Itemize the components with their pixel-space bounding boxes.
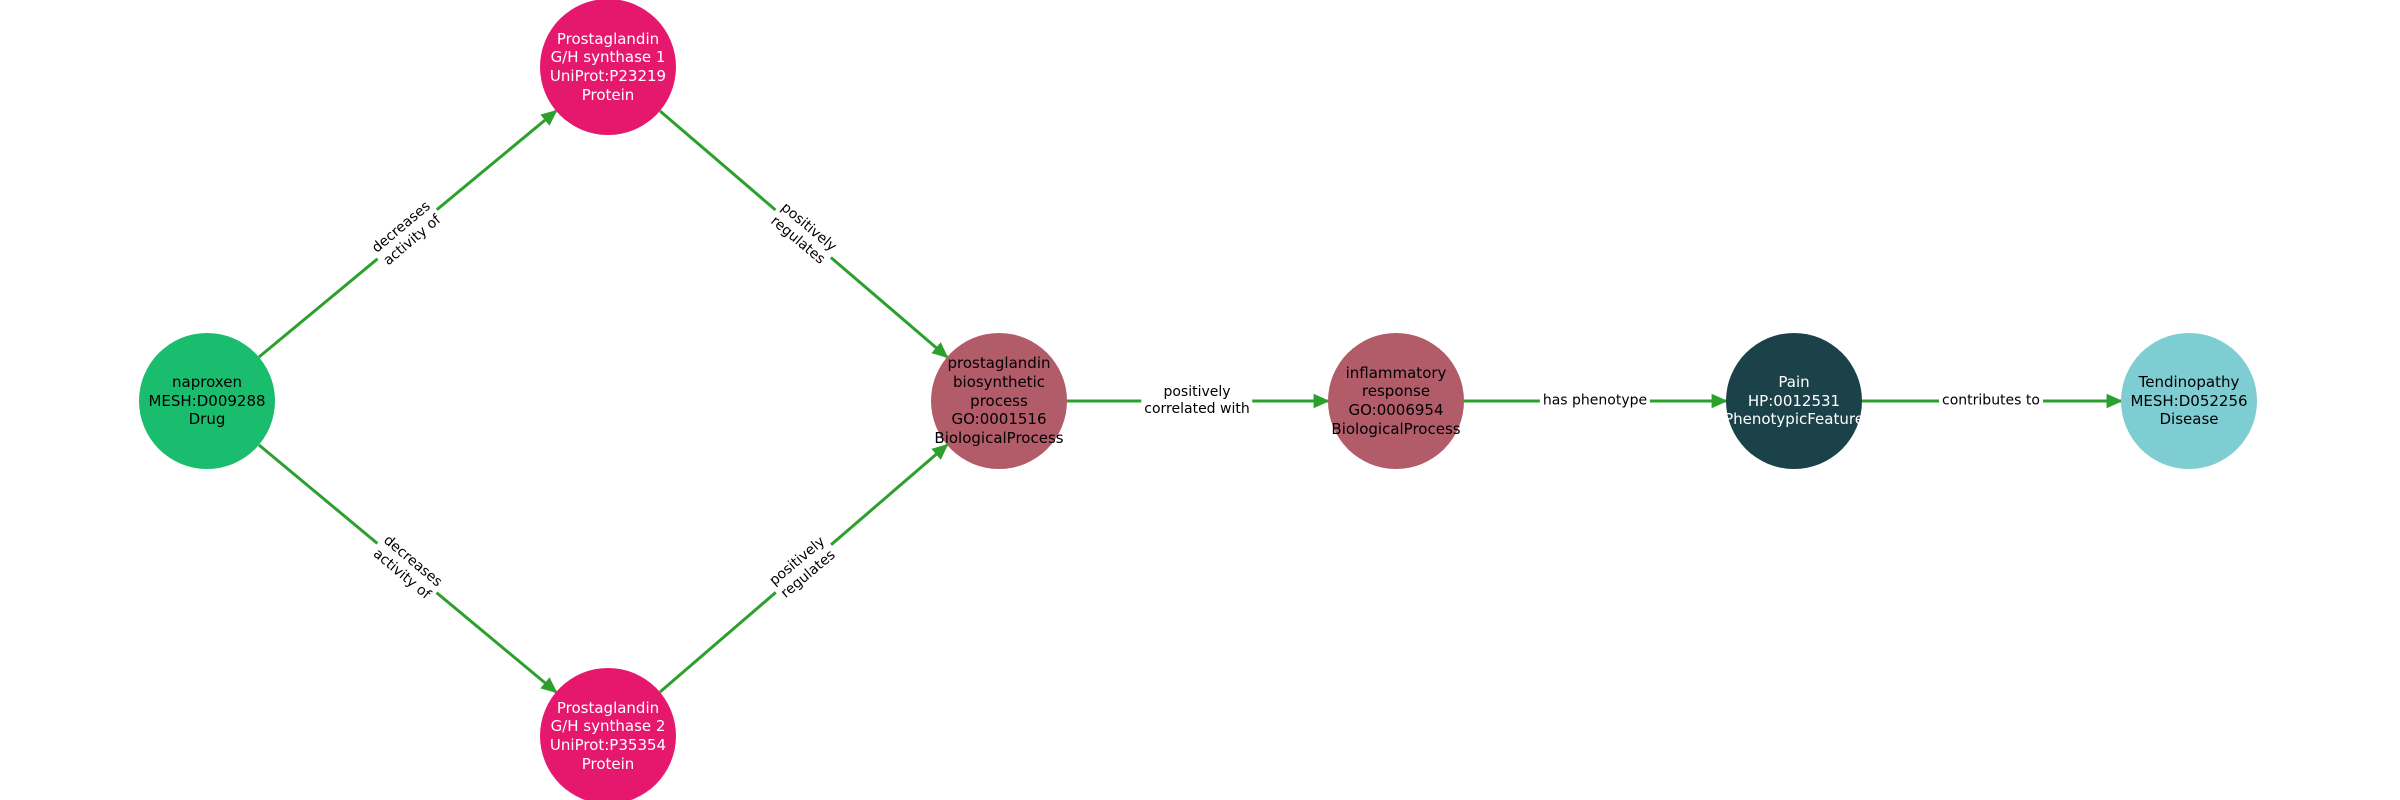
node-naproxen: naproxen MESH:D009288 Drug xyxy=(139,333,275,469)
node-label-tendinopathy: Tendinopathy MESH:D052256 Disease xyxy=(2130,372,2248,429)
node-pain: Pain HP:0012531 PhenotypicFeature xyxy=(1724,333,1864,469)
node-label-prostaglandin-gh-synthase-1: Prostaglandin G/H synthase 1 UniProt:P23… xyxy=(549,29,667,104)
node-prostaglandin-biosynthetic-process: prostaglandin biosynthetic process GO:00… xyxy=(931,333,1067,469)
node-label-prostaglandin-biosynthetic-process: prostaglandin biosynthetic process GO:00… xyxy=(934,354,1064,448)
node-label-prostaglandin-gh-synthase-2: Prostaglandin G/H synthase 2 UniProt:P35… xyxy=(549,698,667,773)
node-prostaglandin-gh-synthase-1: Prostaglandin G/H synthase 1 UniProt:P23… xyxy=(540,0,676,135)
node-label-pain: Pain HP:0012531 PhenotypicFeature xyxy=(1724,372,1864,429)
node-inflammatory-response: inflammatory response GO:0006954 Biologi… xyxy=(1328,333,1464,469)
node-prostaglandin-gh-synthase-2: Prostaglandin G/H synthase 2 UniProt:P35… xyxy=(540,668,676,800)
edge-label-has-phenotype: has phenotype xyxy=(1539,391,1651,411)
node-tendinopathy: Tendinopathy MESH:D052256 Disease xyxy=(2121,333,2257,469)
edge-label-positively-correlated-with: positively correlated with xyxy=(1141,383,1253,419)
node-label-naproxen: naproxen MESH:D009288 Drug xyxy=(148,372,266,429)
node-label-inflammatory-response: inflammatory response GO:0006954 Biologi… xyxy=(1331,363,1461,438)
edge-label-contributes-to: contributes to xyxy=(1939,391,2043,411)
